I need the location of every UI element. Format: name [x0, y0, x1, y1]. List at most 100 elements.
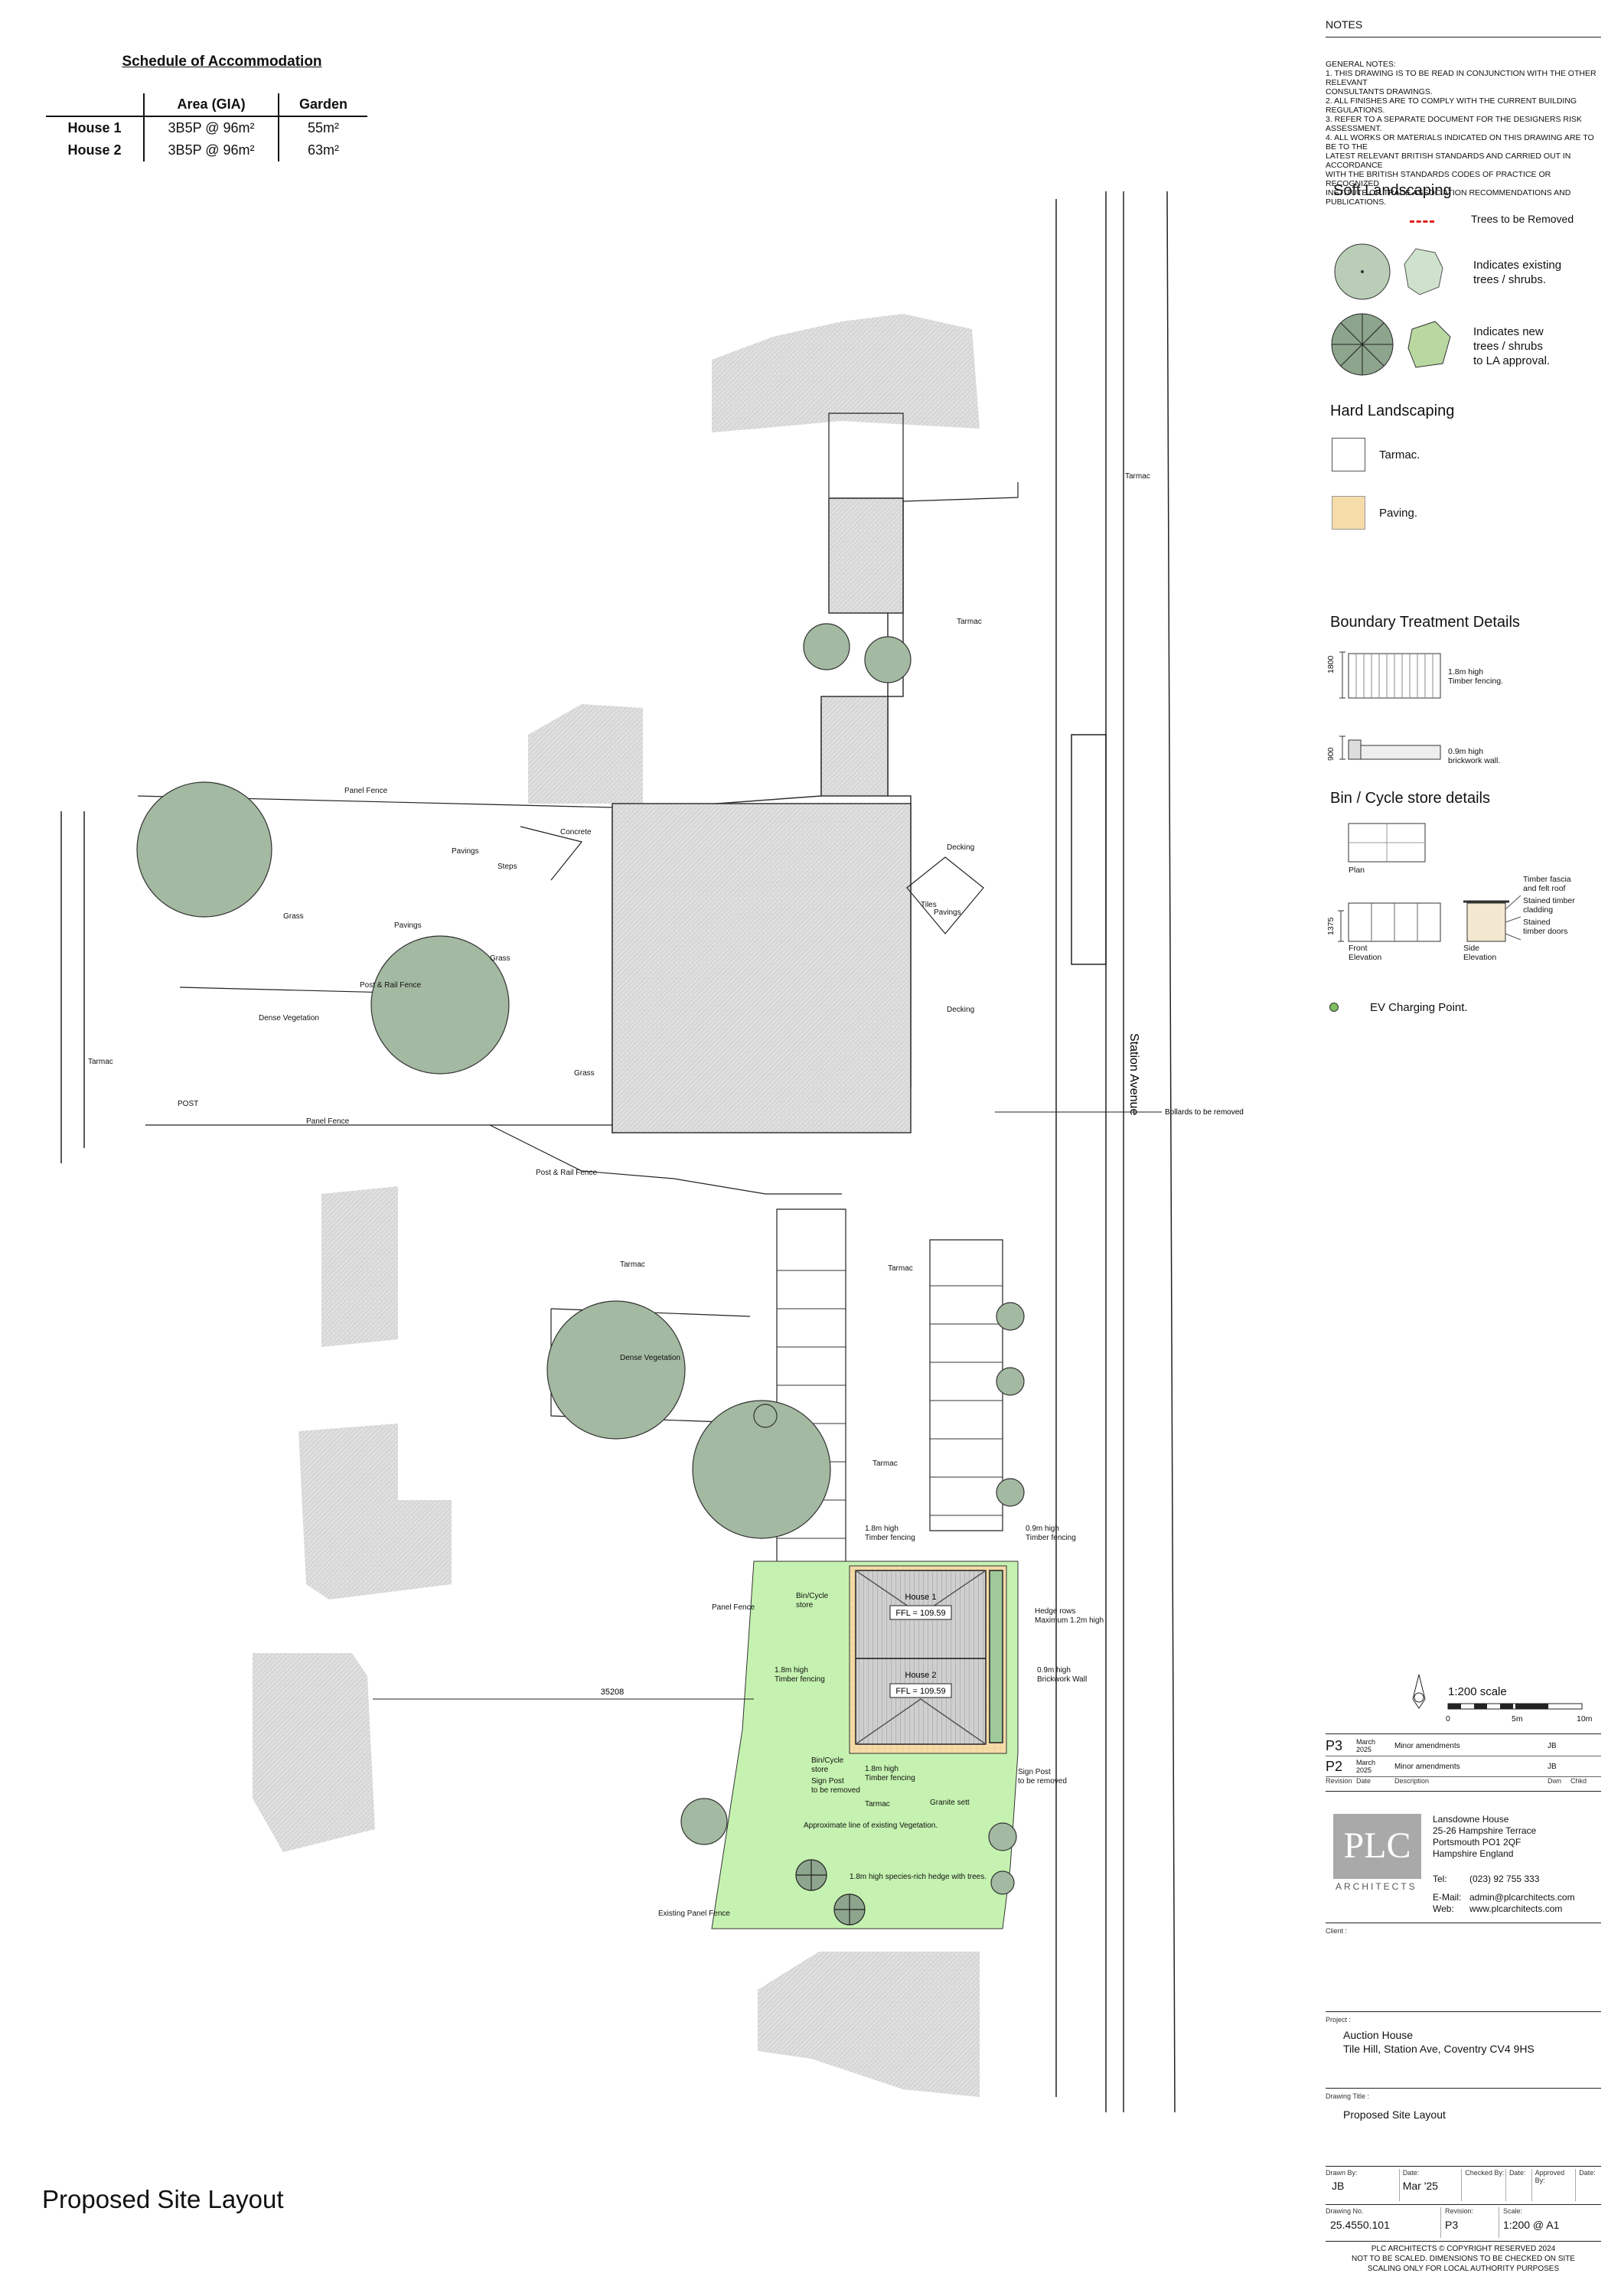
svg-text:FFL = 109.59: FFL = 109.59 [895, 1609, 945, 1618]
plan-label-hedge: Maximum 1.2m high [1035, 1616, 1104, 1625]
plan-label-timber: Timber fencing [865, 1774, 915, 1782]
plan-label-grass: Grass [574, 1069, 595, 1078]
paving-legend-label: Paving. [1379, 507, 1418, 520]
plan-label-tarmac: Tarmac [620, 1261, 645, 1269]
scale-tick: 0 [1446, 1714, 1450, 1724]
dimension-35208: 35208 [373, 1688, 754, 1700]
general-notes-heading: GENERAL NOTES: [1326, 60, 1396, 69]
existing-tree [864, 636, 912, 683]
house-1-label: House 1 FFL = 109.59 House 2 FFL = 109.5… [889, 1593, 952, 1698]
svg-text:House 2: House 2 [905, 1671, 937, 1680]
trees-removed-label: Trees to be Removed [1471, 213, 1574, 225]
plan-label-timber: 1.8m high [865, 1765, 899, 1773]
plan-label-fence: Post & Rail Fence [360, 981, 421, 990]
schedule-header [46, 93, 145, 117]
bollards-note: Bollards to be removed [1165, 1108, 1244, 1117]
wall-height: 900 [1326, 747, 1336, 761]
existing-tree [546, 1300, 686, 1440]
existing-tree [680, 1798, 728, 1845]
practice-contact: Tel:(023) 92 755 333 E-Mail:admin@plcarc… [1433, 1874, 1575, 1914]
scale-tick: 10m [1577, 1714, 1593, 1724]
plan-label-steps: Steps [497, 863, 517, 871]
ev-charging-icon [1329, 1003, 1339, 1012]
plan-label-grass: Grass [283, 912, 304, 921]
plan-label-concrete: Concrete [560, 828, 592, 837]
existing-tree [370, 935, 510, 1075]
soft-landscaping-heading: Soft Landscaping [1333, 182, 1452, 199]
road-label: Station Avenue [1127, 1033, 1140, 1115]
ev-legend-label: EV Charging Point. [1370, 1001, 1468, 1014]
plan-label-sign: Sign Post [1018, 1768, 1051, 1776]
paving-swatch [1332, 496, 1365, 530]
email-link[interactable]: admin@plcarchitects.com [1469, 1892, 1575, 1903]
web-link[interactable]: www.plcarchitects.com [1469, 1903, 1563, 1914]
existing-tree [988, 1822, 1017, 1851]
boundary-heading: Boundary Treatment Details [1330, 614, 1520, 631]
practice-logo-sub: ARCHITECTS [1336, 1881, 1417, 1892]
plan-label-wall: 0.9m high [1037, 1666, 1071, 1675]
plan-label-sign: Sign Post [811, 1777, 844, 1786]
svg-text:House 1: House 1 [905, 1593, 937, 1602]
new-trees [795, 1859, 866, 1926]
plan-label-tarmac: Tarmac [957, 618, 982, 626]
schedule-of-accommodation: Schedule of Accommodation Area (GIA) Gar… [46, 54, 367, 161]
divider [1326, 2204, 1601, 2205]
schedule-header: Garden [277, 93, 367, 117]
divider [1326, 2166, 1601, 2167]
existing-tree [990, 1870, 1015, 1895]
note-line: WITH THE BRITISH STANDARDS CODES OF PRAC… [1326, 170, 1551, 188]
plan-label-tarmac: Tarmac [865, 1800, 890, 1808]
plan-label-tarmac: Tarmac [872, 1459, 898, 1468]
plan-label-paving: Pavings [934, 908, 961, 917]
plan-label-fence: Panel Fence [712, 1603, 755, 1612]
plan-label-fence: Existing Panel Fence [658, 1910, 730, 1918]
tarmac-legend-label: Tarmac. [1379, 448, 1420, 461]
fence-height: 1800 [1326, 655, 1336, 673]
plan-label-veg: Approximate line of existing Vegetation. [804, 1821, 938, 1830]
drawing-number-row: Drawing No. 25.4550.101 Revision: P3 Sca… [1326, 2207, 1601, 2238]
copyright-notice: PLC ARCHITECTS © COPYRIGHT RESERVED 2024… [1352, 2245, 1575, 2273]
svg-text:35208: 35208 [601, 1688, 625, 1697]
note-line: 2. ALL FINISHES ARE TO COMPLY WITH THE C… [1326, 96, 1577, 115]
drawing-title-label: Drawing Title : [1326, 2092, 1370, 2100]
drawing-scale: 1:200 @ A1 [1503, 2219, 1560, 2231]
plan-label-granite: Granite sett [930, 1799, 970, 1807]
scale-bar [1412, 1674, 1583, 1710]
plan-label-veg: Dense Vegetation [259, 1014, 319, 1022]
plan-label-sign: to be removed [1018, 1777, 1067, 1786]
plan-label-bin-cycle: store [811, 1766, 829, 1774]
divider [1326, 1733, 1601, 1734]
house-area: 3B5P @ 96m² [143, 139, 279, 161]
page-title: Proposed Site Layout [42, 2185, 284, 2213]
plan-label-fence: Panel Fence [306, 1117, 350, 1126]
existing-tree [996, 1478, 1025, 1507]
plan-label-bin-cycle: store [796, 1601, 814, 1609]
plan-label-sign: to be removed [811, 1786, 860, 1795]
road-lines [60, 191, 1176, 2113]
plan-label-decking: Decking [947, 1006, 974, 1014]
existing-shrub-icon [1404, 248, 1443, 295]
plan-label-timber: 0.9m high [1026, 1525, 1059, 1533]
existing-tree [996, 1302, 1025, 1331]
plan-label-fence: Post & Rail Fence [536, 1169, 597, 1177]
plan-label-tarmac: Tarmac [88, 1058, 113, 1066]
scale-tick: 5m [1512, 1714, 1523, 1724]
note-line: 3. REFER TO A SEPARATE DOCUMENT FOR THE … [1326, 115, 1582, 133]
schedule-header: Area (GIA) [143, 93, 279, 117]
neighbouring-buildings [253, 314, 980, 2097]
garden-area: 63m² [277, 139, 367, 161]
revision-headers: Revision Date Description Dwn Chkd [1326, 1777, 1587, 1785]
schedule-title: Schedule of Accommodation [122, 54, 322, 70]
plan-label-bin-cycle: Bin/Cycle [811, 1756, 844, 1765]
plan-label-tiles: Tiles [921, 901, 937, 909]
practice-logo: PLC [1333, 1814, 1421, 1879]
plan-label-fence: Panel Fence [344, 787, 388, 795]
bin-store-drawings [1338, 823, 1522, 942]
plan-label-post: POST [178, 1100, 198, 1108]
divider [1326, 37, 1601, 38]
